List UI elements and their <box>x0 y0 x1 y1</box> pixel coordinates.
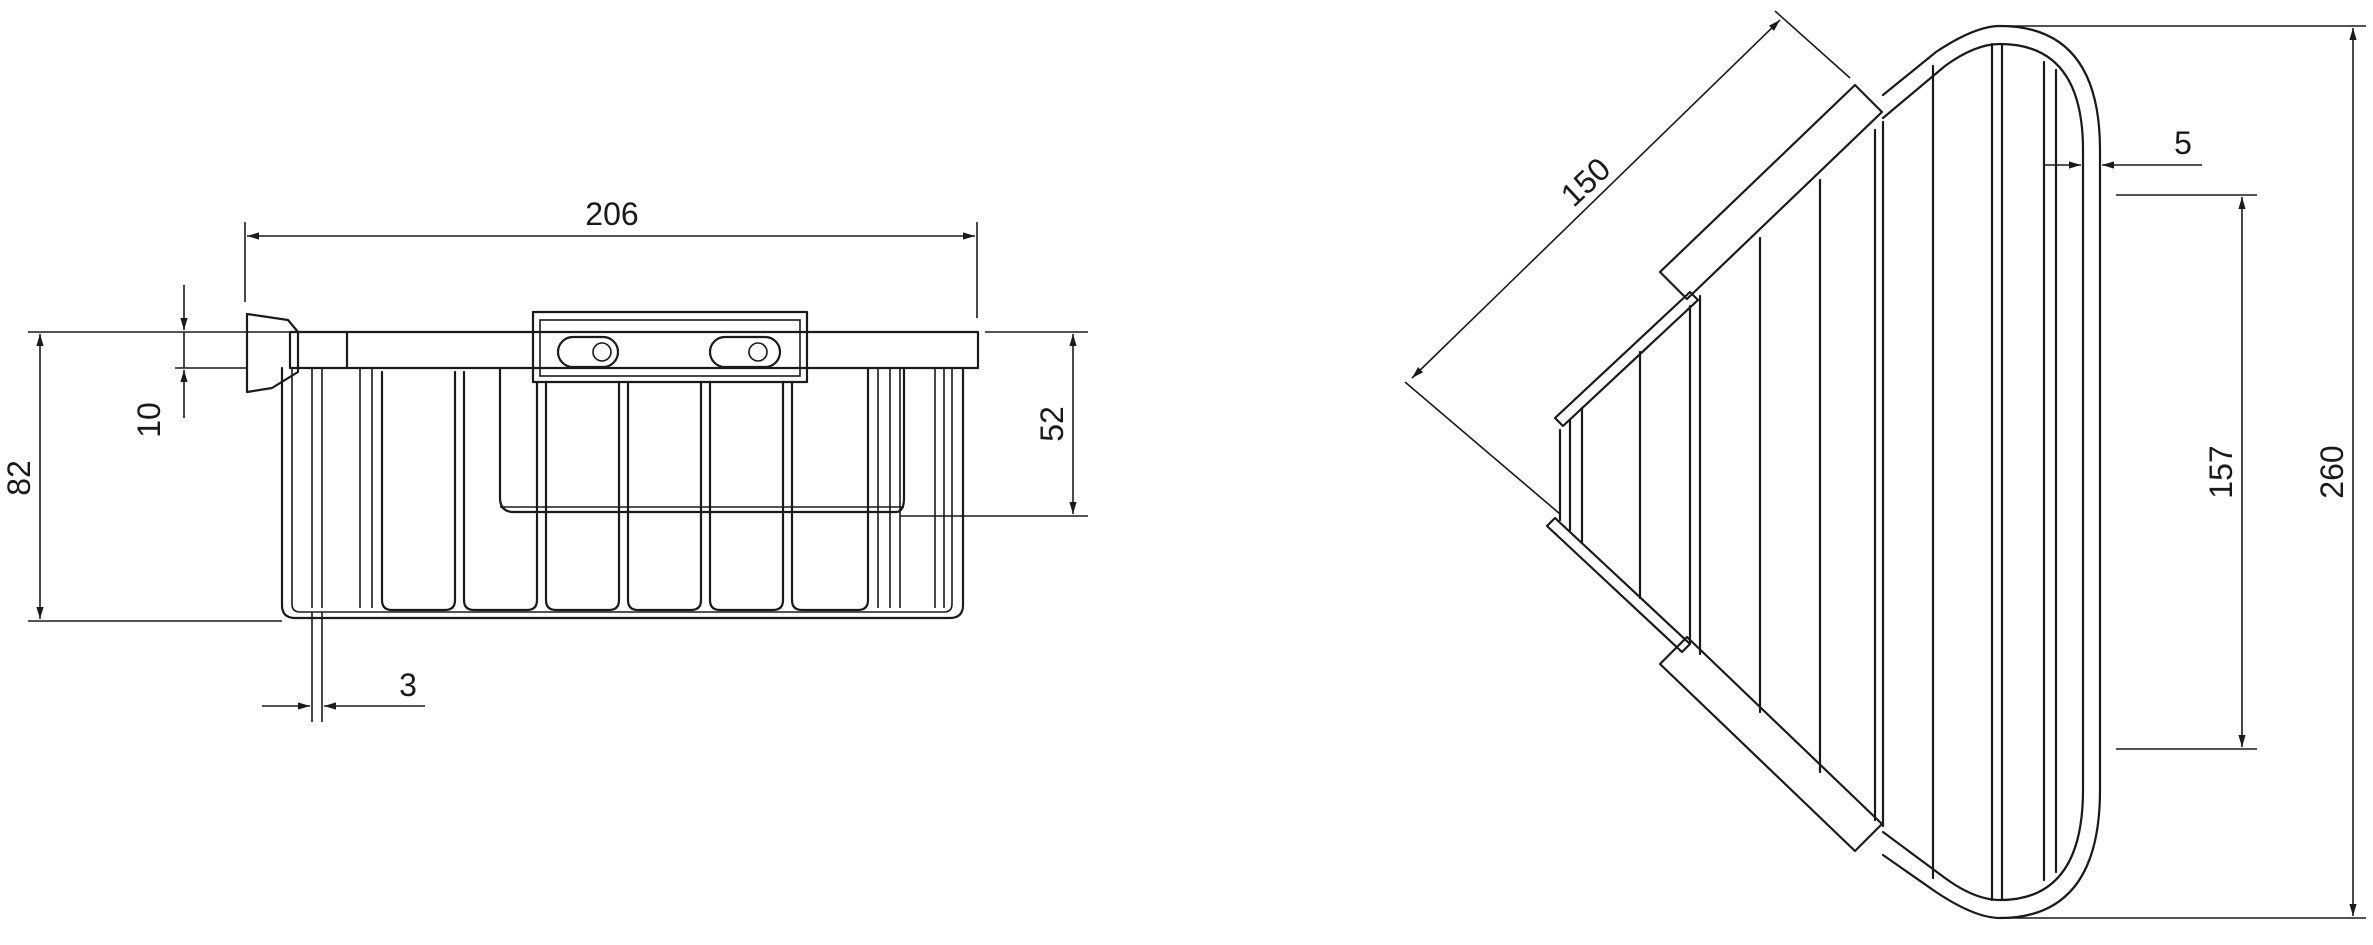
dim-depth: 52 <box>900 331 1088 517</box>
dim-height: 82 <box>1 331 290 622</box>
angled-rails <box>1545 83 1884 853</box>
dim-wire: 3 <box>262 612 425 722</box>
dim-rim-label: 5 <box>2174 125 2192 161</box>
dim-height-label: 82 <box>1 460 37 496</box>
basket-wires <box>280 366 965 620</box>
dim-width-label: 206 <box>585 196 638 232</box>
center-clip <box>531 310 809 384</box>
inner-rim <box>1881 42 2085 902</box>
top-view: 150 5 157 260 <box>1404 10 2366 920</box>
dim-wire-label: 3 <box>399 667 417 703</box>
wall-bracket <box>245 312 300 394</box>
slot-right <box>708 335 782 369</box>
top-rail <box>288 330 980 370</box>
dim-depth-label: 52 <box>1034 406 1070 442</box>
dim-width: 206 <box>244 196 978 318</box>
front-view: 206 82 10 52 3 <box>1 196 1088 722</box>
dim-inner-label: 157 <box>2203 445 2239 498</box>
dim-length-label: 260 <box>2314 445 2350 498</box>
dim-inner: 157 <box>2116 194 2257 750</box>
dim-mount-label: 10 <box>131 402 167 438</box>
dim-mount: 10 <box>131 285 248 438</box>
dim-length: 260 <box>2000 25 2366 919</box>
slot-left <box>556 335 620 369</box>
top-wires <box>1558 42 2058 902</box>
outer-rim <box>1881 24 2102 920</box>
dim-side-label: 150 <box>1554 151 1618 214</box>
dim-rim: 5 <box>2043 125 2202 176</box>
dim-side: 150 <box>1404 10 1851 515</box>
